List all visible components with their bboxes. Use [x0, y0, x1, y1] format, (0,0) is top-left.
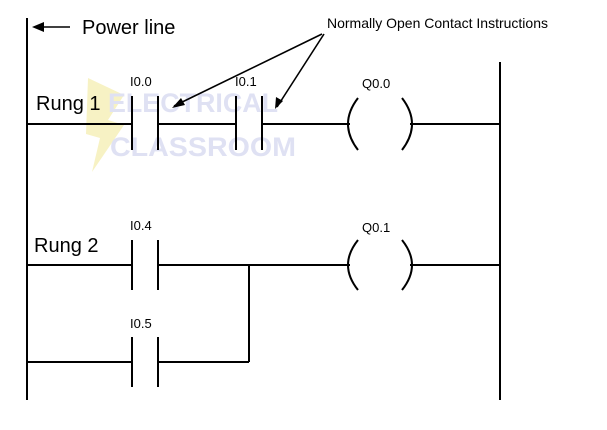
- watermark: ELECTRICAL CLASSROOM: [86, 78, 296, 172]
- rung-2: Rung 2 I0.4 I0.5 Q0.1: [27, 218, 500, 387]
- watermark-line1: ELECTRICAL: [108, 88, 278, 118]
- annotation-arrow-2: [276, 33, 325, 108]
- annotation-callout: Normally Open Contact Instructions: [172, 15, 548, 109]
- power-line-callout: Power line: [32, 17, 175, 39]
- coil-q0-0-label: Q0.0: [362, 76, 390, 91]
- contact-i0-0: I0.0: [130, 74, 159, 150]
- annotation-label: Normally Open Contact Instructions: [327, 15, 548, 31]
- power-line-label: Power line: [82, 17, 175, 39]
- rung-2-label: Rung 2: [34, 235, 99, 257]
- rung-1-label: Rung 1: [36, 93, 101, 115]
- annotation-arrow-1: [173, 33, 323, 107]
- left-arrowhead-icon: [32, 22, 44, 32]
- coil-q0-1: Q0.1: [347, 220, 413, 291]
- coil-q0-0: Q0.0: [347, 76, 413, 151]
- annotation-arrowhead-1-icon: [172, 98, 185, 108]
- coil-q0-1-label: Q0.1: [362, 220, 390, 235]
- contact-i0-5: I0.5: [130, 316, 159, 387]
- watermark-line2: CLASSROOM: [110, 132, 296, 162]
- annotation-arrowhead-2-icon: [275, 97, 283, 109]
- rung-1: Rung 1 I0.0 I0.1 Q0.0: [27, 74, 500, 151]
- contact-i0-4: I0.4: [130, 218, 159, 290]
- contact-i0-1-label: I0.1: [235, 74, 257, 89]
- contact-i0-0-label: I0.0: [130, 74, 152, 89]
- contact-i0-1: I0.1: [235, 74, 263, 150]
- contact-i0-5-label: I0.5: [130, 316, 152, 331]
- contact-i0-4-label: I0.4: [130, 218, 152, 233]
